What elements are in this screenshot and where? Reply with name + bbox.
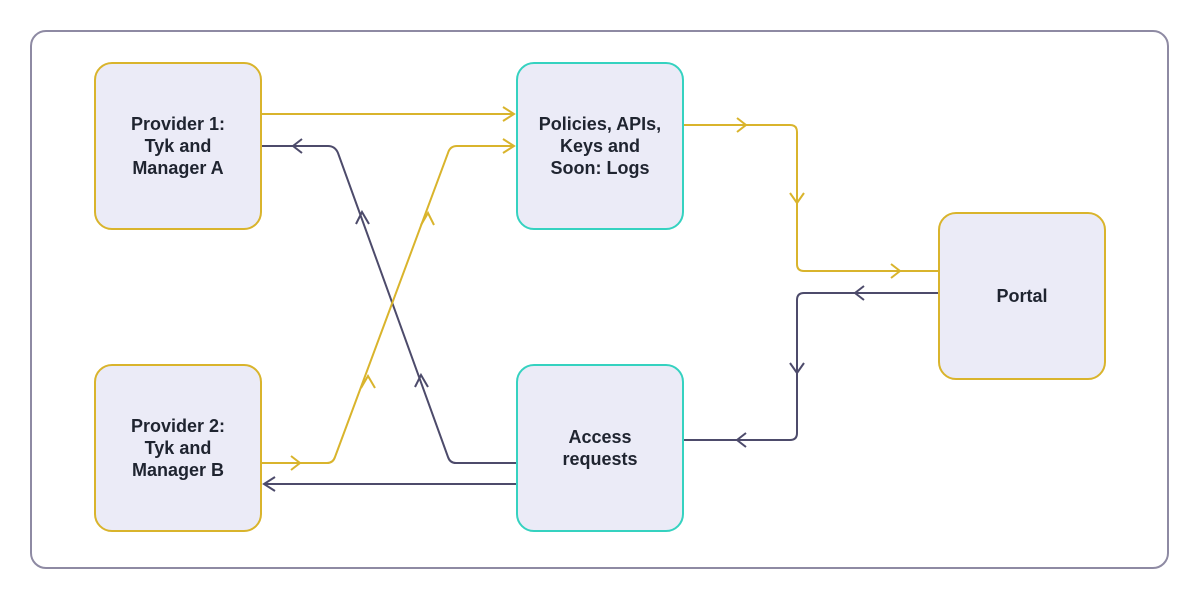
edge-policies-to-portal (684, 117, 938, 279)
portal-label: Portal (996, 286, 1048, 306)
policies-apis-keys-node: Policies, APIs, Keys and Soon: Logs (516, 62, 684, 230)
edge-provider1-to-policies (262, 106, 516, 122)
provider-1-label: Provider 1: Tyk and Manager A (130, 114, 226, 178)
portal-node: Portal (938, 212, 1106, 380)
edge-access-to-provider2 (262, 476, 516, 492)
provider-2-label: Provider 2: Tyk and Manager B (130, 416, 226, 480)
edge-provider2-to-policies (262, 138, 516, 471)
provider-2-node: Provider 2: Tyk and Manager B (94, 364, 262, 532)
access-requests-label: Access requests (562, 427, 638, 469)
policies-apis-keys-label: Policies, APIs, Keys and Soon: Logs (538, 114, 662, 178)
edge-access-to-provider1 (262, 138, 516, 464)
access-requests-node: Access requests (516, 364, 684, 532)
diagram-frame (30, 30, 1169, 569)
provider-1-node: Provider 1: Tyk and Manager A (94, 62, 262, 230)
edge-portal-to-access (684, 285, 938, 448)
